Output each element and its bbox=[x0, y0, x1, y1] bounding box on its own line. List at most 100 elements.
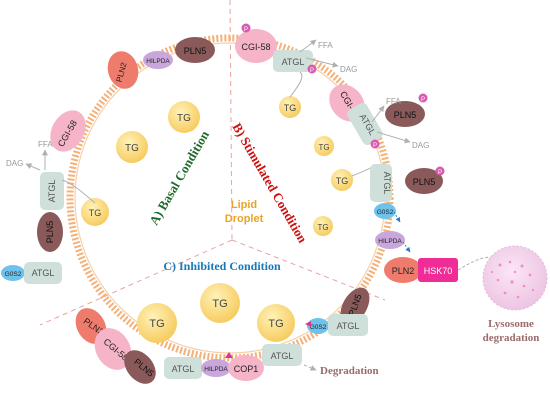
atgl-protein: ATGL bbox=[24, 262, 62, 284]
svg-text:ATGL: ATGL bbox=[172, 364, 195, 374]
stimulated-arrows bbox=[289, 39, 411, 177]
g0s2-protein: G0S2 bbox=[374, 203, 396, 219]
g0s2-protein: G0S2 bbox=[1, 265, 25, 281]
tg-droplet: TG bbox=[200, 283, 240, 323]
hilpda-protein: HILPDA bbox=[143, 51, 173, 69]
tg-droplet: TG bbox=[313, 216, 333, 236]
svg-text:ATGL: ATGL bbox=[382, 172, 392, 195]
svg-text:TG: TG bbox=[318, 143, 329, 152]
degradation-label: Degradation bbox=[320, 365, 379, 377]
pln5-protein: PLN5 bbox=[37, 212, 63, 252]
ffa-label: FFA bbox=[318, 41, 333, 50]
atgl-protein: ATGL bbox=[347, 103, 383, 145]
tg-droplet: TG bbox=[116, 131, 148, 163]
svg-text:TG: TG bbox=[268, 318, 283, 330]
atgl-protein: ATGL bbox=[273, 50, 313, 72]
phospho-badge: P bbox=[241, 23, 251, 33]
basal-proteins: PLN2 HILPDA PLN5 CGI-58 ATGL PLN5 G0S2 bbox=[1, 37, 215, 284]
svg-text:HSK70: HSK70 bbox=[424, 266, 453, 276]
tg-to-atgl-arrow bbox=[351, 167, 371, 177]
svg-text:PLN5: PLN5 bbox=[184, 46, 207, 56]
svg-text:HILPDA: HILPDA bbox=[146, 58, 170, 65]
basal-arrows bbox=[25, 149, 96, 204]
svg-text:P: P bbox=[438, 170, 442, 176]
pln5-protein: PLN5 bbox=[385, 101, 425, 127]
dag-arrow bbox=[305, 57, 339, 68]
svg-text:COP1: COP1 bbox=[234, 364, 259, 374]
svg-text:ATGL: ATGL bbox=[47, 180, 57, 203]
tg-droplet: TG bbox=[137, 303, 177, 343]
svg-text:CGI-58: CGI-58 bbox=[241, 42, 270, 52]
chaperone-complex: PLN2 HSK70 bbox=[384, 257, 458, 283]
inhibition-marker bbox=[225, 352, 233, 358]
svg-text:ATGL: ATGL bbox=[271, 351, 294, 361]
pln5-protein: PLN5 bbox=[124, 350, 156, 384]
phospho-badge: P bbox=[370, 139, 380, 149]
pln5-protein: PLN5 bbox=[175, 37, 215, 63]
cgi58-protein: CGI-58 bbox=[50, 110, 86, 152]
stimulated-condition-label: B) Stimulated Condition bbox=[229, 120, 310, 246]
svg-text:P: P bbox=[373, 143, 377, 149]
svg-text:HILPDA: HILPDA bbox=[204, 366, 228, 373]
dag-label: DAG bbox=[6, 159, 23, 168]
svg-text:HILPDA: HILPDA bbox=[378, 238, 402, 245]
svg-text:P: P bbox=[310, 68, 314, 74]
svg-text:ATGL: ATGL bbox=[282, 57, 305, 67]
tg-droplet: TG bbox=[331, 169, 353, 191]
atgl-protein: ATGL bbox=[164, 357, 202, 379]
atgl-protein: ATGL bbox=[40, 172, 64, 210]
inhibition-markers bbox=[225, 321, 311, 358]
lysosome bbox=[482, 245, 548, 311]
svg-text:ATGL: ATGL bbox=[337, 321, 360, 331]
lipid-label-line2: Droplet bbox=[225, 213, 264, 225]
tg-droplet: TG bbox=[314, 136, 334, 156]
lysosome-granules bbox=[490, 260, 535, 299]
atgl-protein: ATGL bbox=[262, 344, 302, 366]
dissociation-arrows bbox=[393, 211, 411, 253]
degradation-arrow bbox=[303, 364, 317, 371]
ffa-label: FFA bbox=[38, 140, 53, 149]
pln2-protein: PLN2 bbox=[384, 257, 422, 283]
dag-arrow bbox=[25, 163, 41, 171]
inhibition-marker bbox=[305, 321, 311, 327]
tg-droplet: TG bbox=[257, 304, 295, 342]
lysosome-label-line1: Lysosome bbox=[488, 318, 534, 330]
ffa-arrow bbox=[299, 39, 317, 53]
pln2-protein: PLN2 bbox=[107, 51, 139, 89]
svg-text:G0S2: G0S2 bbox=[310, 324, 327, 331]
pln5-protein: PLN5 bbox=[405, 168, 443, 194]
svg-text:PLN5: PLN5 bbox=[394, 110, 417, 120]
svg-text:P: P bbox=[244, 27, 248, 33]
svg-text:P: P bbox=[421, 97, 425, 103]
basal-condition-label: A) Basal Condition bbox=[146, 127, 212, 227]
inhibited-condition-label: C) Inhibited Condition bbox=[163, 259, 281, 273]
tg-to-atgl-arrow bbox=[289, 71, 303, 98]
hilpda-release-arrow bbox=[402, 241, 411, 253]
g0s2-protein: G0S2 bbox=[307, 318, 329, 334]
phospho-badge: P bbox=[307, 64, 317, 74]
dag-label: DAG bbox=[340, 65, 357, 74]
tg-to-atgl-arrow bbox=[61, 179, 96, 204]
ffa-label: FFA bbox=[386, 97, 401, 106]
svg-text:G0S2: G0S2 bbox=[377, 209, 394, 216]
ffa-arrow bbox=[371, 105, 385, 123]
svg-text:TG: TG bbox=[149, 318, 164, 330]
atgl-protein: ATGL bbox=[370, 164, 392, 202]
tg-droplets: TG TG TG TG TG TG TG TG TG TG bbox=[81, 96, 353, 343]
tg-droplet: TG bbox=[81, 198, 109, 226]
lipid-label-line1: Lipid bbox=[231, 199, 257, 211]
svg-text:TG: TG bbox=[284, 103, 297, 113]
hilpda-protein: HILPDA bbox=[375, 231, 405, 249]
cgi58-protein: CGI-58 bbox=[235, 29, 277, 63]
inhibited-proteins: PLN2 CGI-58 PLN5 PLN5 ATGL HILPDA COP1 bbox=[75, 287, 370, 384]
svg-text:TG: TG bbox=[336, 176, 349, 186]
atgl-protein: ATGL bbox=[328, 314, 368, 336]
phospho-badge: P bbox=[435, 166, 445, 176]
svg-text:ATGL: ATGL bbox=[32, 268, 55, 278]
divider-top bbox=[229, 0, 233, 241]
tg-droplet: TG bbox=[279, 96, 301, 118]
g0s2-release-arrow bbox=[393, 211, 401, 223]
svg-text:PLN5: PLN5 bbox=[45, 221, 55, 244]
svg-text:G0S2: G0S2 bbox=[5, 271, 22, 278]
